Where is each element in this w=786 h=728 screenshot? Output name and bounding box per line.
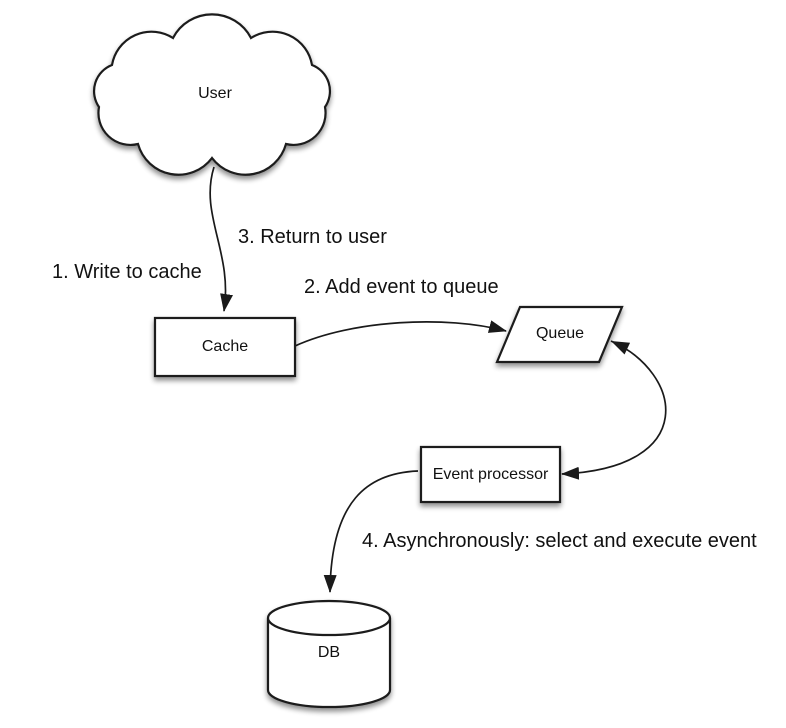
edge-event-processor-to-db — [323, 470, 419, 593]
cache-box — [153, 316, 297, 378]
user-cloud-shape — [92, 13, 332, 176]
queue-parallelogram — [495, 305, 624, 364]
db-cylinder — [266, 599, 392, 709]
edge-cache-to-queue — [294, 320, 507, 347]
event-processor-box — [419, 445, 562, 504]
edge-queue-event-processor — [561, 340, 667, 480]
edge-queue-arrowhead — [611, 341, 631, 355]
edge-user-to-cache — [209, 166, 233, 312]
